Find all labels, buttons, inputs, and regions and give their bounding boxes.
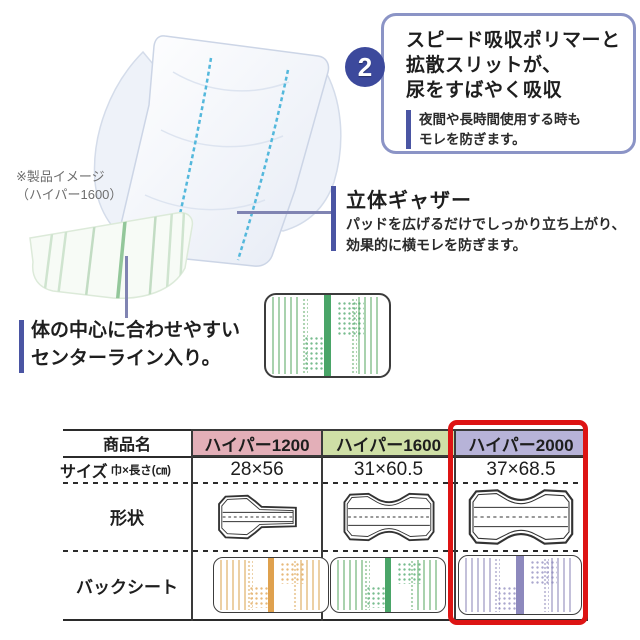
leaf-motif [304, 336, 332, 371]
gather-connector-line [237, 211, 332, 214]
table-label-size: サイズ 巾×長さ(㎝) [60, 463, 171, 481]
centerline-connector-line [125, 256, 128, 318]
dotted-stripe [350, 298, 358, 373]
table-rule-dashed [63, 550, 588, 552]
pad-shape-1600 [343, 492, 435, 542]
highlight-box-hyper2000 [448, 420, 588, 625]
backsheet-swatch-large [264, 293, 391, 378]
table-rule-vertical [454, 429, 456, 621]
gather-body: パッドを広げるだけでしっかり立ち上がり、 効果的に横モレを防ぎます。 [346, 216, 626, 253]
product-photo [29, 35, 342, 300]
pad-shape-1200 [218, 494, 297, 540]
table-rule-dashed [63, 482, 588, 484]
centerline-text: 体の中心に合わせやすい センターライン入り。 [31, 320, 241, 369]
pad-creases [144, 71, 290, 211]
table-header-hyper2000: ハイパー2000 [454, 429, 588, 457]
centerline-accent-bar [19, 320, 24, 373]
pad-shape-2000 [468, 489, 574, 545]
table-rule-header [63, 456, 588, 458]
backsheet-swatch-1600 [330, 557, 446, 613]
note-line1: ※製品イメージ [16, 169, 105, 184]
callout-body: 夜間や長時間使用する時も モレを防ぎます。 [406, 110, 623, 150]
size-value-1200: 28×56 [230, 458, 284, 480]
size-value-1600: 31×60.5 [353, 458, 424, 480]
table-label-backsheet: バックシート [76, 577, 178, 597]
table-rule-vertical [191, 429, 193, 621]
leaf-motif [337, 300, 365, 335]
size-unit-label: 巾×長さ(㎝) [110, 464, 171, 477]
table-header-hyper1200: ハイパー1200 [191, 429, 323, 457]
feature-number-badge: 2 [345, 47, 385, 87]
product-image-note: ※製品イメージ （ハイパー1600） [16, 168, 122, 203]
backsheet-swatch-2000 [458, 555, 582, 615]
callout-title: スピード吸収ポリマーと 拡散スリットが、 尿をすばやく吸収 [406, 30, 621, 102]
note-line2: （ハイパー1600） [16, 186, 123, 202]
diffusion-slit-lines [170, 57, 290, 261]
absorption-callout-box: スピード吸収ポリマーと 拡散スリットが、 尿をすばやく吸収 夜間や長時間使用する… [381, 13, 636, 154]
table-label-product: 商品名 [102, 437, 151, 454]
gather-title: 立体ギャザー [346, 190, 472, 212]
table-rule-vertical [321, 429, 323, 621]
center-line-stripe [323, 295, 332, 376]
size-value-2000: 37×68.5 [486, 458, 556, 480]
backsheet-swatch-1200 [213, 557, 329, 613]
dotted-stripe [301, 298, 308, 373]
table-label-shape: 形状 [110, 509, 144, 528]
pad-body [116, 35, 330, 267]
gather-accent-bar [331, 186, 336, 251]
table-header-hyper1600: ハイパー1600 [321, 429, 456, 457]
stripe-cluster [272, 297, 301, 374]
table-rule-bottom [63, 619, 588, 621]
